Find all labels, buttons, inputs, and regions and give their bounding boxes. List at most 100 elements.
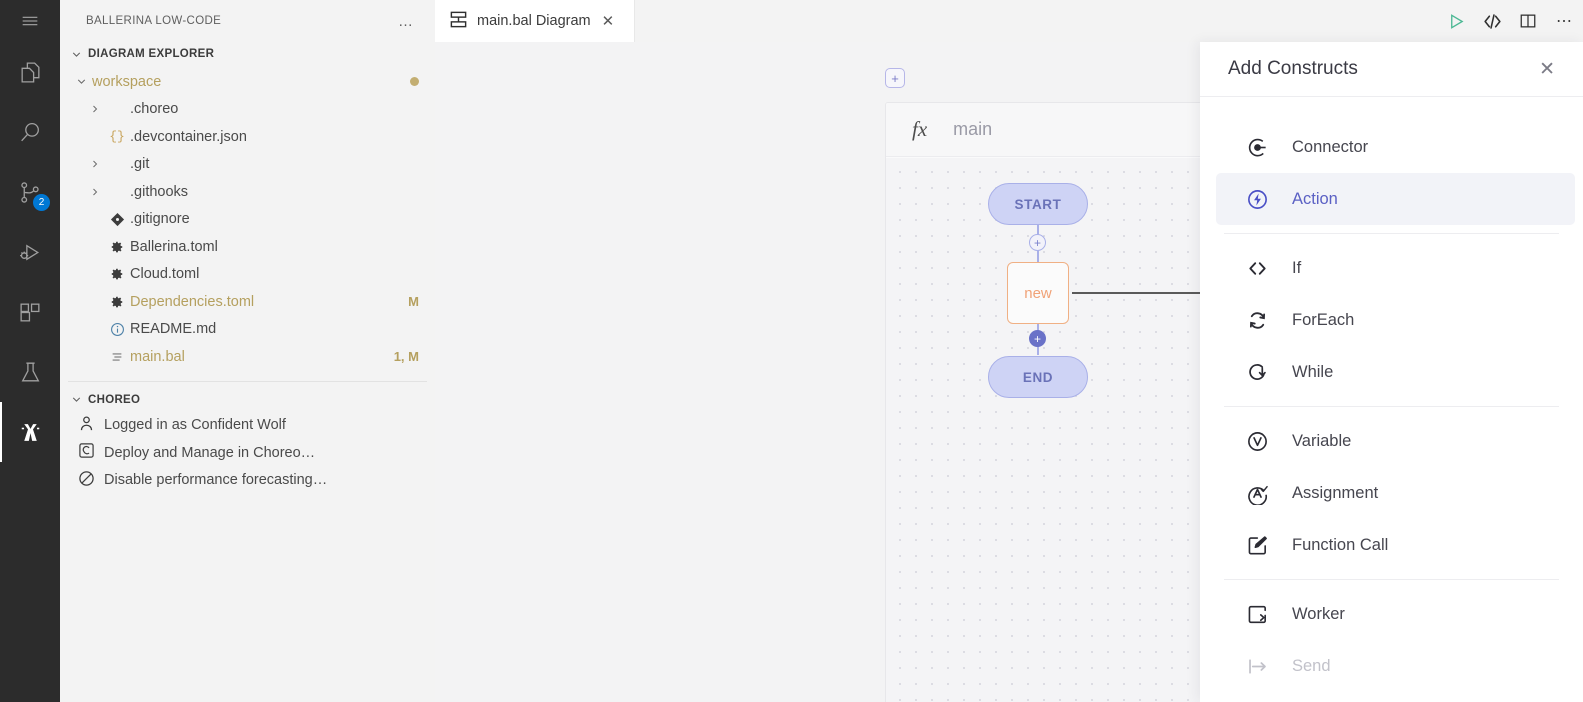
sidebar-more-actions-icon[interactable]: … [398,12,415,30]
tree-state: M [408,294,419,310]
sidebar-divider [68,380,427,382]
gear-icon [106,240,128,254]
construct-label: ForEach [1292,310,1355,329]
foreach-loop-icon [1244,307,1270,333]
tree-row-item[interactable]: {} .devcontainer.json [60,123,435,151]
function-name-label: main [953,119,993,139]
info-icon [106,322,128,337]
tree-label: .gitignore [130,211,190,228]
construct-group-divider [1224,233,1559,234]
chevron-down-icon [68,392,84,408]
tree-row-item[interactable]: Dependencies.toml M [60,288,435,316]
choreo-item-label: Logged in as Confident Wolf [104,417,286,434]
tab-bar: main.bal Diagram ✕ ⋯ [435,0,1583,42]
panel-header: Add Constructs ✕ [1200,42,1583,97]
construct-item-action[interactable]: Action [1216,173,1575,225]
start-pill[interactable]: START [988,183,1088,225]
statement-box[interactable]: new [1007,262,1069,324]
search-icon[interactable] [0,102,60,162]
chevron-right-icon [86,158,104,170]
choreo-item-label: Disable performance forecasting… [104,472,328,489]
tree-row-item[interactable]: README.md [60,316,435,344]
run-icon[interactable] [1445,10,1467,32]
chevron-right-icon [86,103,104,115]
tree-label: workspace [92,73,162,90]
section-title-label: CHOREO [88,393,141,406]
tab-main-bal-diagram[interactable]: main.bal Diagram ✕ [435,0,635,42]
source-control-badge: 2 [33,194,50,211]
construct-item-if[interactable]: If [1216,242,1575,294]
construct-list: Connector Action [1200,97,1583,692]
git-icon [106,212,128,227]
chevron-down-icon [72,75,90,88]
construct-item-foreach[interactable]: ForEach [1216,294,1575,346]
construct-label: Variable [1292,431,1352,450]
fx-icon: fx [912,117,928,141]
panel-title: Add Constructs [1228,58,1358,79]
choreo-item-label: Deploy and Manage in Choreo… [104,444,316,461]
tree-label: .choreo [130,101,179,118]
add-node-button-bottom[interactable]: + [1029,330,1046,347]
tree-label: Dependencies.toml [130,293,255,310]
code-icon[interactable] [1481,10,1503,32]
while-loop-icon [1244,359,1270,385]
node-statement-new[interactable]: new [1007,262,1069,324]
statement-label: new [1024,284,1052,302]
construct-item-function-call[interactable]: Function Call [1216,519,1575,571]
tree-row-workspace[interactable]: workspace [60,68,435,96]
extensions-icon[interactable] [0,282,60,342]
end-pill[interactable]: END [988,356,1088,398]
endpoint-arrow-line [1072,292,1264,294]
construct-item-variable[interactable]: Variable [1216,415,1575,467]
construct-item-worker[interactable]: Worker [1216,588,1575,640]
sidebar-title-label: BALLERINA LOW-CODE [86,15,222,27]
choreo-item-deploy[interactable]: Deploy and Manage in Choreo… [60,439,435,467]
tree-row-item[interactable]: .githooks [60,178,435,206]
send-arrow-icon [1244,653,1270,679]
construct-item-while[interactable]: While [1216,346,1575,398]
node-end[interactable]: END [988,356,1088,398]
json-icon: {} [109,129,125,145]
worker-icon [1244,601,1270,627]
node-start[interactable]: START [988,183,1088,225]
run-debug-icon[interactable] [0,222,60,282]
choreo-item-logged-in[interactable]: Logged in as Confident Wolf [60,412,435,440]
function-call-edit-icon [1244,532,1270,558]
tree-row-item[interactable]: .git [60,151,435,179]
construct-item-send[interactable]: Send [1216,640,1575,692]
tree-row-item[interactable]: Ballerina.toml [60,233,435,261]
section-title-label: DIAGRAM EXPLORER [88,48,215,60]
construct-label: Action [1292,189,1338,208]
add-node-button-top[interactable]: + [1029,234,1046,251]
tree-label: .git [130,156,150,173]
section-header-diagram-explorer[interactable]: DIAGRAM EXPLORER [60,42,435,66]
testing-icon[interactable] [0,342,60,402]
source-control-icon[interactable]: 2 [0,162,60,222]
close-icon[interactable]: ✕ [601,13,615,30]
hamburger-menu-icon[interactable] [0,0,60,42]
tree-row-item[interactable]: .choreo [60,96,435,124]
ballerina-icon[interactable] [0,402,60,462]
add-constructs-panel: Add Constructs ✕ Connector [1200,42,1583,702]
section-header-choreo[interactable]: CHOREO [60,388,435,412]
explorer-icon[interactable] [0,42,60,102]
tree-label: .githooks [130,183,189,200]
choreo-item-disable-forecast[interactable]: Disable performance forecasting… [60,467,435,495]
tree-label: Cloud.toml [130,266,200,283]
construct-item-connector[interactable]: Connector [1216,121,1575,173]
add-function-button[interactable]: + [885,68,905,88]
tree-row-item[interactable]: Cloud.toml [60,261,435,289]
action-bolt-icon [1244,186,1270,212]
tree-row-item[interactable]: .gitignore [60,206,435,234]
sidebar-title-bar: BALLERINA LOW-CODE … [60,0,435,42]
gear-icon [106,295,128,309]
tree-row-item[interactable]: main.bal 1, M [60,343,435,371]
no-entry-icon [78,470,95,491]
construct-label: While [1292,362,1334,381]
activity-bar: 2 [0,0,60,702]
construct-item-assignment[interactable]: Assignment [1216,467,1575,519]
tree-label: README.md [130,321,217,338]
more-actions-icon[interactable]: ⋯ [1556,13,1572,30]
split-editor-icon[interactable] [1517,10,1539,32]
close-icon[interactable]: ✕ [1539,58,1555,80]
